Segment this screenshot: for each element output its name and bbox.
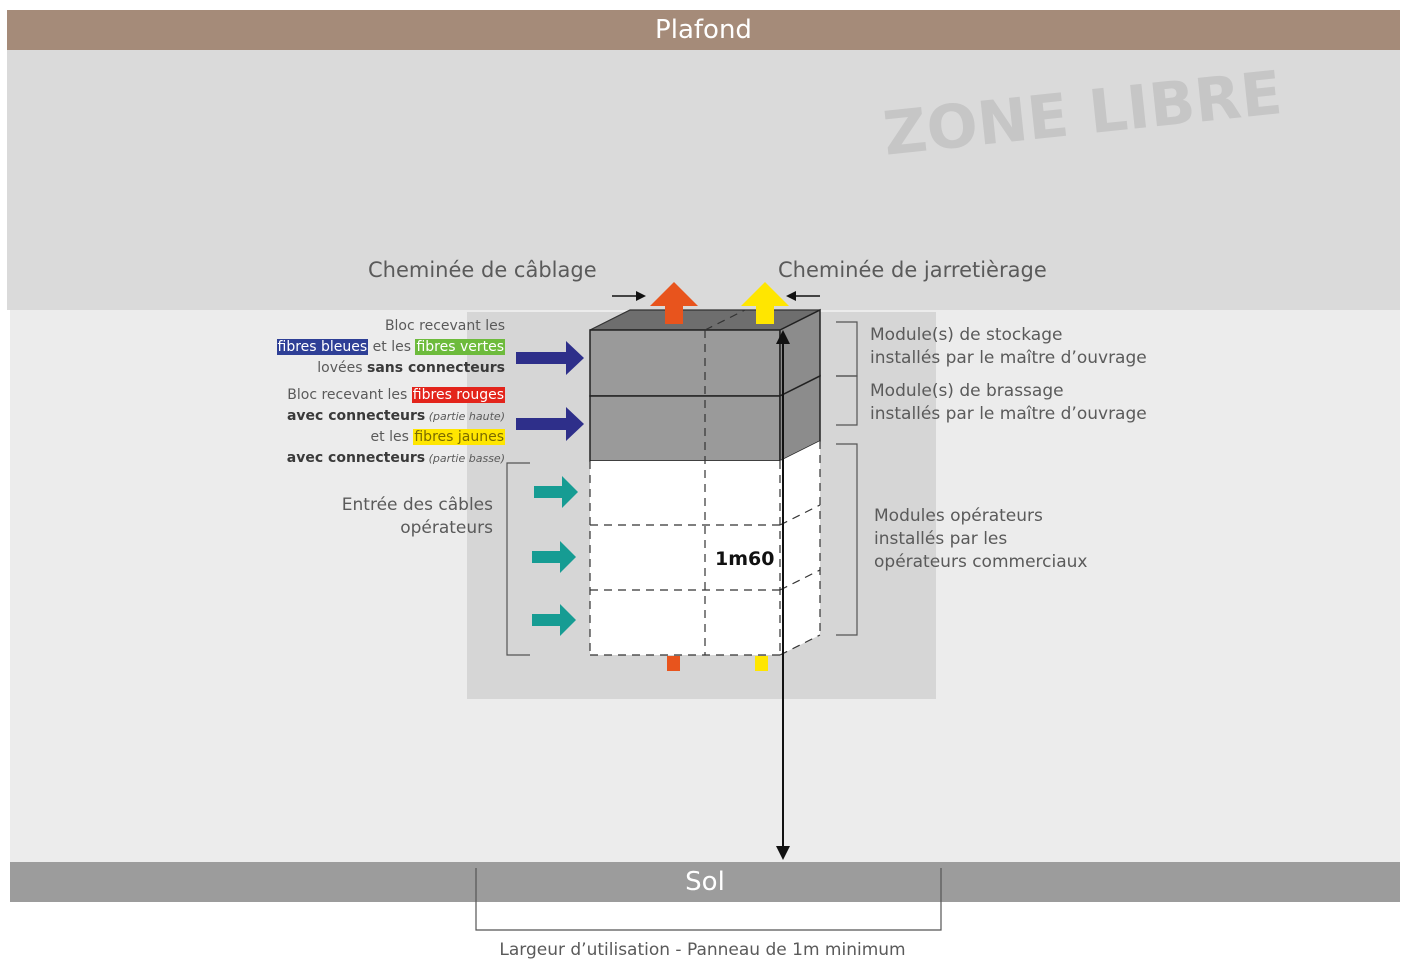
height-label: 1m60 (715, 548, 774, 570)
blue-fibres-tag: fibres bleues (276, 339, 369, 355)
green-fibres-tag: fibres vertes (415, 339, 505, 355)
storage-line2: installés par le maître d’ouvrage (870, 348, 1147, 368)
patching-chimney-label: Cheminée de jarretièrage (778, 258, 1047, 282)
chimney-left-arrowhead-icon (636, 291, 646, 301)
cabling-chimney-label: Cheminée de câblage (368, 258, 597, 282)
block2-description: Bloc recevant les fibres rouges avec con… (287, 385, 505, 469)
block1-line1: Bloc recevant les (384, 318, 505, 334)
height-top-arrowhead-icon (776, 330, 790, 344)
block1-no-connectors: sans connecteurs (367, 360, 505, 376)
block2-line4: avec connecteurs (partie basse) (287, 448, 505, 469)
block2-with-connectors-top: avec connecteurs (286, 408, 426, 424)
operators-line3: opérateurs commerciaux (874, 552, 1088, 572)
block1-and: et les (368, 339, 416, 355)
storage-line1: Module(s) de stockage (870, 325, 1063, 345)
ceiling-bar: Plafond (7, 10, 1400, 50)
storage-description: Module(s) de stockage installés par le m… (870, 324, 1147, 370)
free-zone-area (7, 50, 1400, 310)
block2-and: et les (370, 429, 414, 445)
block2-with-connectors-bottom: avec connecteurs (286, 450, 426, 466)
cable-entry-line1: Entrée des câbles (341, 495, 493, 515)
block2-arrow-icon (516, 407, 584, 441)
operator-modules-front (590, 461, 780, 655)
storage-bracket (836, 321, 858, 377)
operators-bracket (836, 443, 858, 636)
block2-bottom-part: (partie basse) (425, 452, 505, 465)
block1-line2: fibres bleues et les fibres vertes (276, 337, 505, 358)
block1-line3: lovées sans connecteurs (277, 358, 505, 379)
block2-line1: Bloc recevant les fibres rouges (287, 385, 505, 406)
operators-line2: installés par les (874, 529, 1008, 549)
usage-width-note: Largeur d’utilisation - Panneau de 1m mi… (499, 940, 906, 960)
block2-intro: Bloc recevant les (287, 387, 412, 403)
block1-coiled: lovées (317, 360, 367, 376)
floor-label: Sol (685, 867, 725, 897)
cable-entry-arrow2-icon (532, 541, 576, 573)
patching-line2: installés par le maître d’ouvrage (870, 404, 1147, 424)
storage-block-front (589, 329, 781, 397)
height-bottom-arrowhead-icon (776, 846, 790, 860)
patching-bracket (836, 375, 858, 426)
block1-description: Bloc recevant les fibres bleues et les f… (276, 316, 505, 379)
block2-top-part: (partie haute) (425, 410, 505, 423)
patching-block-front (589, 395, 781, 462)
patching-chimney-arrow-icon (741, 282, 789, 324)
ceiling-label: Plafond (655, 15, 752, 45)
cable-entry-arrow3-icon (532, 604, 576, 636)
operator-modules-side (780, 441, 820, 655)
usage-width-bracket (475, 868, 942, 931)
operators-description: Modules opérateurs installés par les opé… (874, 505, 1087, 574)
cable-entry-description: Entrée des câbles opérateurs (342, 494, 493, 540)
cabling-chimney-arrow-icon (650, 282, 698, 324)
operators-line1: Modules opérateurs (874, 506, 1043, 526)
hidden-lines (589, 309, 821, 656)
red-fibres-tag: fibres rouges (411, 387, 505, 403)
chimney-right-arrowhead-icon (786, 291, 796, 301)
cable-entry-bracket (506, 462, 530, 656)
block1-arrow-icon (516, 341, 584, 375)
patching-outlet-bottom (755, 656, 768, 671)
cable-entry-line2: opérateurs (400, 518, 493, 538)
patching-description: Module(s) de brassage installés par le m… (870, 380, 1147, 426)
cable-entry-arrow1-icon (534, 476, 578, 508)
floor-bar: Sol (10, 862, 1400, 902)
patching-line1: Module(s) de brassage (870, 381, 1064, 401)
cabling-outlet-bottom (667, 656, 680, 671)
block2-line3: et les fibres jaunes (287, 427, 505, 448)
yellow-fibres-tag: fibres jaunes (413, 429, 505, 445)
block2-line2: avec connecteurs (partie haute) (287, 406, 505, 427)
